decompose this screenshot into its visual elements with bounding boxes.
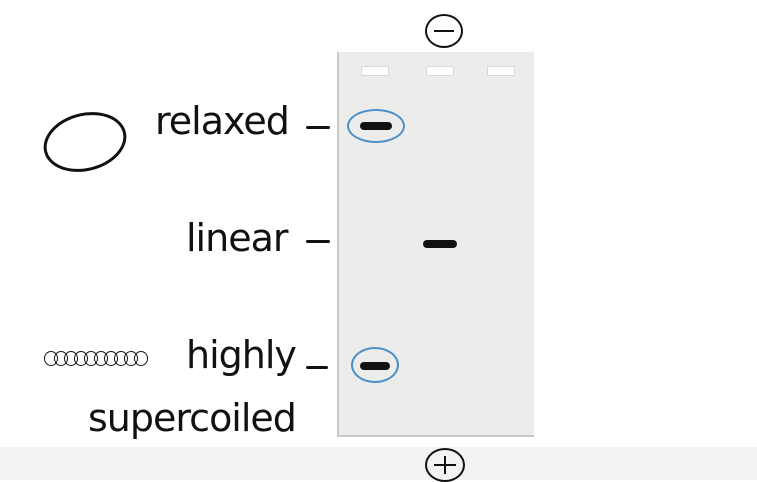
label-dash-linear [306,240,330,243]
bottom-strip [0,447,757,480]
label-dash-supercoiled [306,366,328,369]
open-circle-icon [37,103,133,181]
label-relaxed: relaxed [155,99,290,143]
positive-electrode-icon [425,448,465,482]
label-supercoiled-line1: highly [186,333,297,377]
label-supercoiled-line2: supercoiled [88,396,297,440]
band-supercoiled [360,362,390,370]
well-lane-1 [361,66,389,76]
band-relaxed [360,122,392,130]
well-lane-3 [487,66,515,76]
negative-electrode-icon [425,14,463,48]
highlight-ring-supercoiled [351,347,399,383]
band-linear [423,240,457,248]
label-dash-relaxed [306,126,330,129]
label-linear: linear [186,216,288,260]
highlight-ring-relaxed [347,109,405,143]
well-lane-2 [426,66,454,76]
